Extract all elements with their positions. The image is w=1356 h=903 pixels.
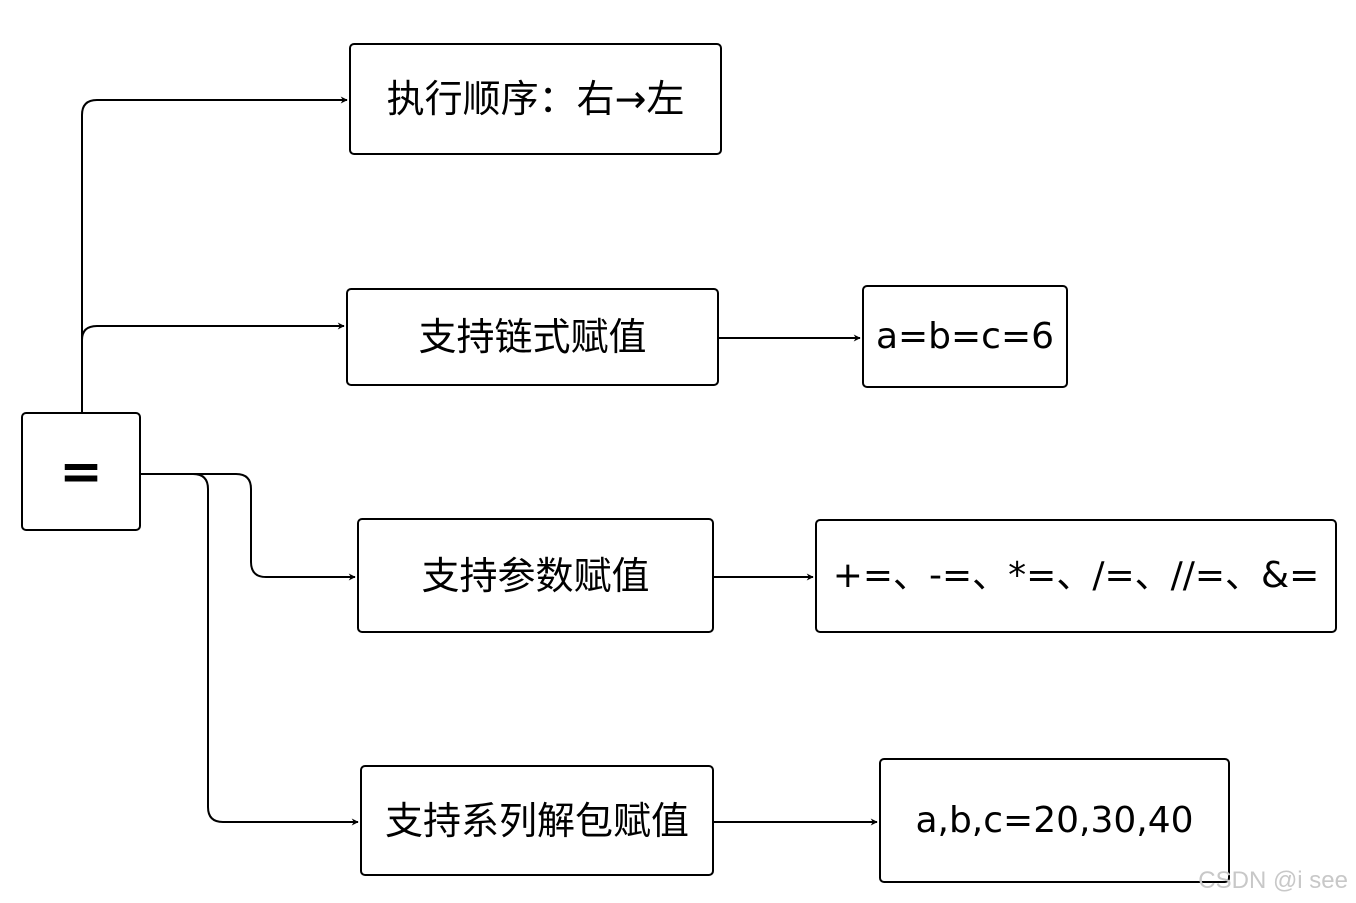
chain-assignment-label: 支持链式赋值 (418, 315, 647, 359)
augmented-assignment-label: 支持参数赋值 (421, 553, 650, 598)
sequence-unpacking-label: 支持系列解包赋值 (384, 798, 689, 843)
execution-order-label: 执行顺序：右→左 (386, 77, 685, 121)
assignment-operator-label: = (59, 441, 103, 502)
chain-assignment-node: 支持链式赋值 (346, 288, 719, 386)
sequence-unpacking-example-label: a,b,c=20,30,40 (915, 799, 1194, 841)
connector-root-to-unpack (192, 473, 359, 826)
augmented-operators-example-label: +=、-=、*=、/=、//=、&= (832, 555, 1320, 596)
chain-assignment-example-node: a=b=c=6 (862, 285, 1068, 388)
augmented-operators-example-node: +=、-=、*=、/=、//=、&= (815, 519, 1337, 633)
connector-root-to-param (141, 473, 356, 581)
connector-root-to-order (81, 96, 348, 412)
watermark-text: CSDN @i see (1198, 867, 1348, 894)
execution-order-node: 执行顺序：右→左 (349, 43, 722, 155)
sequence-unpacking-example-node: a,b,c=20,30,40 (879, 758, 1230, 883)
assignment-operator-node: = (21, 412, 141, 531)
augmented-assignment-node: 支持参数赋值 (357, 518, 714, 633)
sequence-unpacking-node: 支持系列解包赋值 (360, 765, 714, 876)
chain-assignment-example-label: a=b=c=6 (875, 315, 1055, 357)
connector-root-to-chain (81, 322, 345, 341)
